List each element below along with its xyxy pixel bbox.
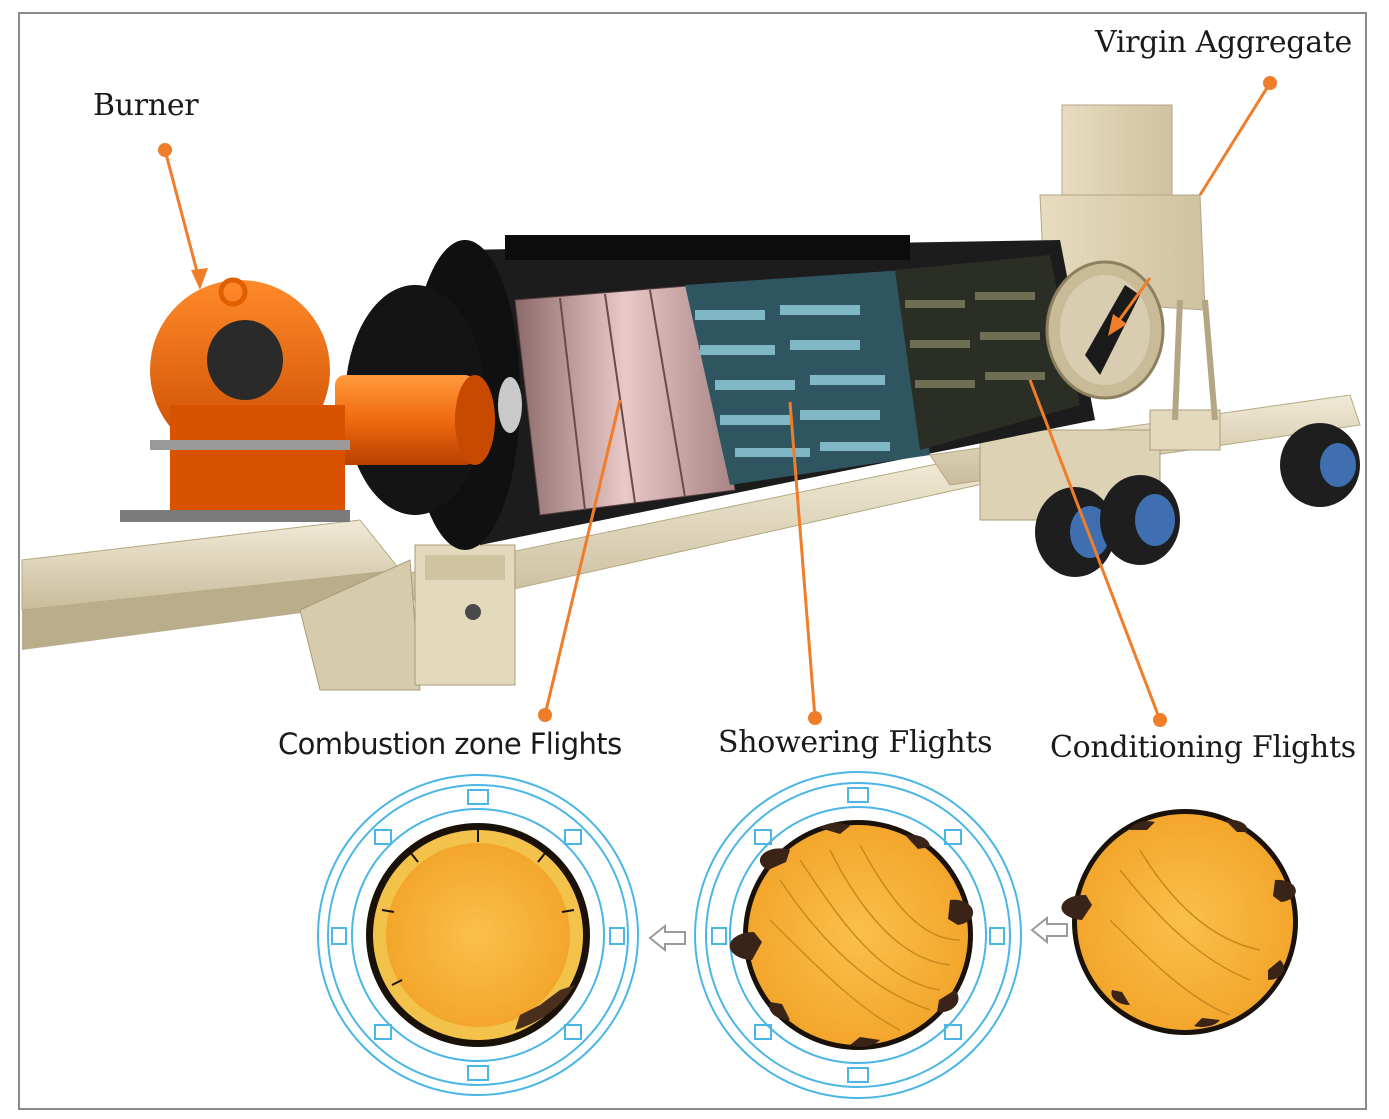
flow-arrow-right: [1030, 915, 1068, 945]
flow-arrow-left: [648, 923, 686, 953]
showering-cross-section: [694, 771, 1022, 1099]
burner-label: Burner: [93, 88, 199, 123]
combustion-zone-cross-section: [317, 774, 639, 1096]
conditioning-cross-section: [1061, 809, 1298, 1035]
conditioning-flights-label: Conditioning Flights: [1050, 730, 1356, 765]
burner-unit: [120, 277, 522, 522]
callout-dots: [158, 76, 1277, 727]
dryer-drum: [345, 235, 1165, 550]
showering-flights-label: Showering Flights: [718, 725, 993, 760]
callout-arrowheads: [191, 268, 1127, 336]
combustion-flights-label: Combustion zone Flights: [278, 727, 622, 761]
virgin-aggregate-label: Virgin Aggregate: [1095, 25, 1352, 60]
trailer-wheels: [1035, 423, 1360, 577]
